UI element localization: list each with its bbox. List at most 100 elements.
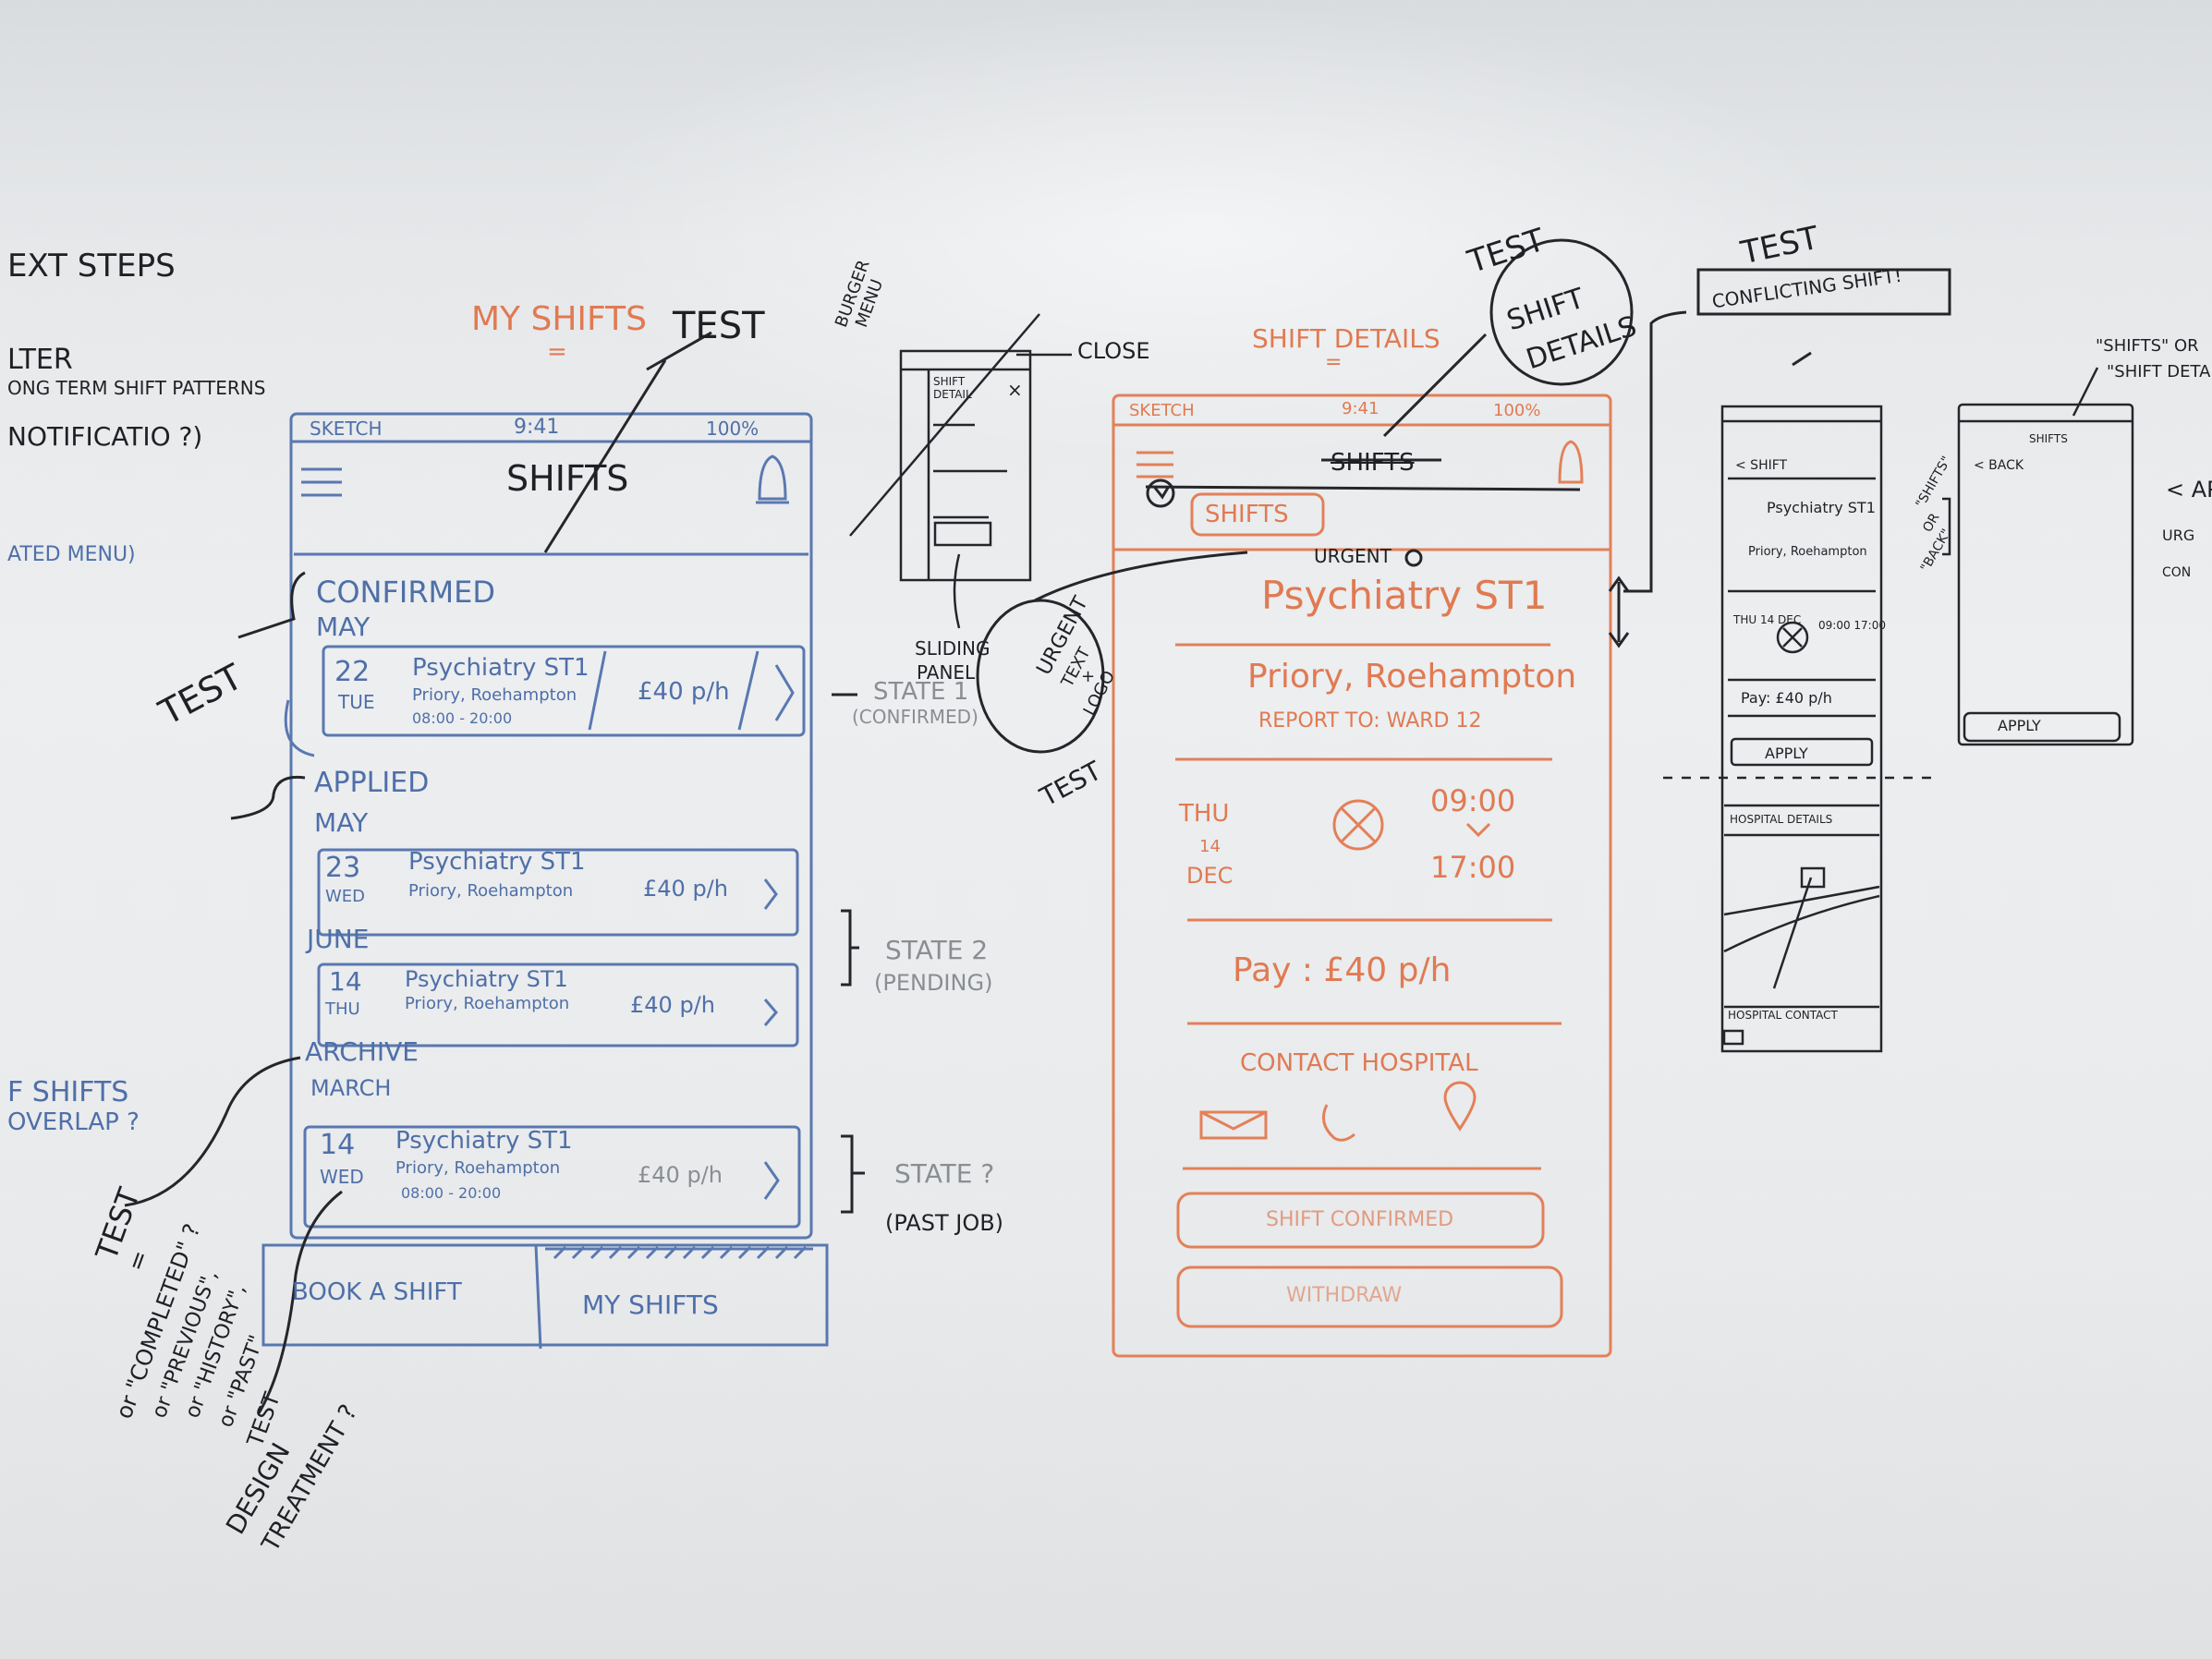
phone3-date: THU 14 DEC (1733, 613, 1802, 626)
whiteboard-glare (554, 0, 1848, 462)
role-title: Psychiatry ST1 (1261, 573, 1548, 618)
row-time: 08:00 - 20:00 (401, 1184, 502, 1202)
phone-icon (1321, 1104, 1355, 1142)
row-rate: £40 p/h (643, 876, 728, 902)
withdraw-button (1176, 1265, 1563, 1328)
right-phone-sketches (1663, 367, 2134, 1053)
confirmed-button (1176, 1192, 1545, 1249)
shifts-or-1: "SHIFTS" OR (2096, 336, 2199, 356)
state-2-sub: (PENDING) (874, 970, 993, 996)
row-place: Priory, Roehampton (412, 685, 577, 705)
row-day: 23 (325, 852, 361, 884)
note-overlap-1: F SHIFTS (7, 1076, 129, 1108)
note-overlap-2: OVERLAP ? (7, 1108, 140, 1136)
burger-inner-1: SHIFT (933, 375, 966, 388)
row-place: Priory, Roehampton (395, 1158, 561, 1178)
report-to: REPORT TO: WARD 12 (1258, 709, 1482, 733)
my-shifts-heading-underline: = (547, 338, 567, 366)
date-day: 14 (1199, 837, 1221, 856)
section-confirmed: CONFIRMED (316, 575, 496, 610)
row-role: Psychiatry ST1 (405, 966, 568, 992)
row-place: Priory, Roehampton (408, 881, 574, 901)
row-rate: £40 p/h (630, 992, 715, 1018)
status-time-2: 9:41 (1342, 399, 1379, 418)
row-applied-2-card (317, 963, 799, 1047)
tab-book-a-shift[interactable]: BOOK A SHIFT (292, 1278, 462, 1306)
burger-menu-sketch (849, 313, 1072, 629)
phone4-title: SHIFTS (2029, 432, 2068, 445)
edge-note-2: URG (2162, 527, 2195, 544)
phone3-time: 09:00 17:00 (1818, 619, 1886, 632)
date-dow: THU (1179, 800, 1230, 828)
phone3-place: Priory, Roehampton (1748, 545, 1867, 559)
urgent-bubble-3: + (1081, 667, 1096, 686)
test-label-top: TEST (673, 305, 765, 347)
pay: Pay : £40 p/h (1233, 951, 1452, 989)
sliding-label-1: SLIDING (915, 637, 991, 660)
row-day: 14 (320, 1129, 356, 1161)
shift-detail-phone-frame (1112, 394, 1612, 1358)
state-2: STATE 2 (885, 935, 989, 965)
shift-details-underline: = (1325, 351, 1343, 374)
confirmed-button-label[interactable]: SHIFT CONFIRMED (1266, 1208, 1454, 1231)
row-role: Psychiatry ST1 (408, 848, 586, 876)
state-3-sub: (PAST JOB) (885, 1210, 1004, 1236)
page-title: SHIFTS (506, 458, 629, 499)
status-carrier-2: SKETCH (1129, 401, 1195, 420)
month-may-1: MAY (316, 612, 371, 642)
bell-icon (756, 454, 789, 504)
back-button[interactable]: SHIFTS (1205, 501, 1289, 528)
row-place: Priory, Roehampton (405, 994, 570, 1013)
date-month: DEC (1186, 863, 1234, 889)
phone4-apply[interactable]: APPLY (1998, 717, 2041, 734)
month-march: MARCH (310, 1075, 392, 1101)
note-menu: ATED MENU) (7, 543, 136, 566)
tab-bar (261, 1243, 829, 1347)
withdraw-button-label[interactable]: WITHDRAW (1286, 1284, 1403, 1307)
burger-inner-2: DETAIL (933, 388, 972, 401)
row-confirmed-card (322, 645, 806, 737)
place: Priory, Roehampton (1247, 658, 1577, 696)
section-archive: ARCHIVE (305, 1036, 419, 1067)
state-3: STATE ? (894, 1158, 995, 1189)
phone3-pay: Pay: £40 p/h (1741, 689, 1832, 707)
state-1: STATE 1 (873, 678, 969, 706)
struck-title: SHIFTS (1331, 449, 1415, 477)
phone3-role: Psychiatry ST1 (1767, 499, 1876, 516)
note-notification: NOTIFICATIO ?) (7, 421, 203, 452)
row-dow: THU (325, 999, 360, 1019)
row-dow: WED (325, 887, 366, 906)
status-time: 9:41 (514, 416, 560, 439)
row-time: 08:00 - 20:00 (412, 709, 513, 727)
row-applied-1-card (317, 848, 799, 937)
mail-icon (1199, 1110, 1268, 1140)
status-battery-2: 100% (1493, 401, 1541, 420)
time-start: 09:00 (1430, 783, 1516, 818)
row-day: 22 (334, 656, 371, 688)
sliding-label-2: PANEL (917, 661, 976, 684)
my-shifts-phone-frame (261, 412, 829, 1350)
row-rate: £40 p/h (638, 1162, 723, 1188)
close-icon[interactable]: × (1007, 379, 1023, 401)
tab-my-shifts[interactable]: MY SHIFTS (582, 1290, 719, 1320)
shift-details-heading: SHIFT DETAILS (1252, 323, 1440, 354)
note-filter: LTER (7, 344, 73, 376)
row-day: 14 (329, 966, 362, 997)
phone3-hospital-details: HOSPITAL DETAILS (1730, 813, 1833, 826)
edge-note-1: < AP (2166, 477, 2212, 503)
urgent-label: URGENT (1314, 545, 1392, 567)
row-dow: WED (320, 1166, 364, 1188)
state-1-sub: (CONFIRMED) (852, 706, 978, 728)
phone3-back[interactable]: < SHIFT (1735, 458, 1788, 473)
row-role: Psychiatry ST1 (395, 1127, 573, 1155)
row-dow: TUE (338, 691, 375, 713)
status-carrier: SKETCH (310, 418, 383, 440)
phone4-back[interactable]: < BACK (1974, 458, 2024, 473)
shifts-or-2: "SHIFT DETAILS" (2107, 362, 2212, 381)
row-role: Psychiatry ST1 (412, 654, 589, 682)
phone3-hospital-contact: HOSPITAL CONTACT (1728, 1009, 1838, 1022)
row-archive-card (303, 1125, 801, 1229)
phone3-apply[interactable]: APPLY (1765, 745, 1808, 762)
month-june: JUNE (307, 924, 370, 954)
edge-note-3: CON (2162, 565, 2192, 580)
